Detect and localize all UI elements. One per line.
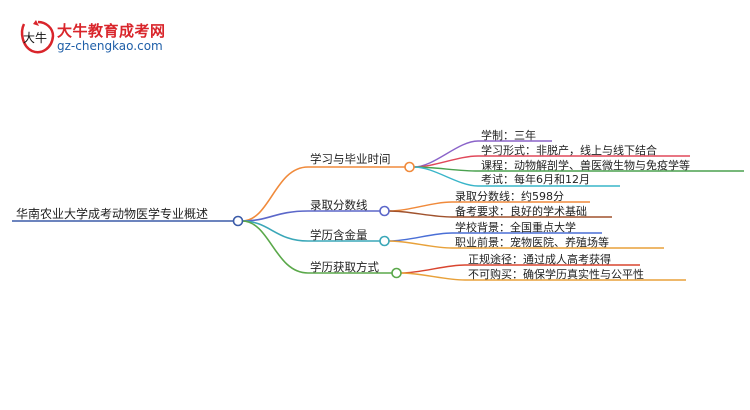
leaf-prep[interactable]: 备考要求：良好的学术基础: [455, 205, 587, 218]
branch-admission-score[interactable]: 录取分数线: [310, 198, 368, 212]
site-url[interactable]: gz-chengkao.com: [57, 39, 163, 53]
branch-collapse-toggle[interactable]: [404, 161, 415, 173]
logo-glyph: 大牛: [23, 30, 47, 45]
leaf-career[interactable]: 职业前景：宠物医院、养殖场等: [455, 236, 609, 249]
leaf-duration[interactable]: 学制：三年: [481, 129, 536, 142]
leaf-not-purchasable[interactable]: 不可购买：确保学历真实性与公平性: [468, 268, 644, 281]
edge-branch-to-leaf: [400, 272, 466, 281]
edge-root-to-branch: [241, 220, 309, 274]
edge-branch-to-leaf: [388, 240, 453, 249]
edge-branch-to-leaf: [400, 264, 466, 274]
branch-collapse-toggle[interactable]: [379, 205, 390, 217]
leaf-school-background[interactable]: 学校背景：全国重点大学: [455, 221, 576, 234]
site-title: 大牛教育成考网: [57, 22, 166, 40]
branch-collapse-toggle[interactable]: [391, 267, 402, 279]
edge-root-to-branch: [241, 210, 309, 222]
dani-logo-icon: 大牛: [20, 20, 55, 54]
leaf-courses[interactable]: 课程：动物解剖学、兽医微生物与免疫学等: [481, 159, 690, 172]
edge-branch-to-leaf: [388, 201, 453, 212]
site-logo[interactable]: 大牛 大牛教育成考网 gz-chengkao.com: [16, 16, 176, 56]
branch-study-duration[interactable]: 学习与毕业时间: [310, 152, 391, 166]
edge-branch-to-leaf: [413, 166, 479, 187]
edge-branch-to-leaf: [388, 232, 453, 242]
branch-collapse-toggle[interactable]: [379, 235, 390, 247]
edge-branch-to-leaf: [413, 140, 479, 168]
edge-root-to-branch: [241, 166, 309, 222]
leaf-score[interactable]: 录取分数线：约598分: [455, 190, 564, 203]
branch-degree-value[interactable]: 学历含金量: [310, 228, 368, 242]
leaf-official-route[interactable]: 正规途径：通过成人高考获得: [468, 253, 611, 266]
leaf-study-mode[interactable]: 学习形式：非脱产，线上与线下结合: [481, 144, 657, 157]
edge-root-to-branch: [241, 220, 309, 242]
root-topic[interactable]: 华南农业大学成考动物医学专业概述: [16, 207, 209, 221]
leaf-exam[interactable]: 考试：每年6月和12月: [481, 173, 590, 186]
edge-branch-to-leaf: [388, 210, 453, 218]
root-collapse-toggle[interactable]: [232, 215, 244, 227]
branch-degree-acquisition[interactable]: 学历获取方式: [310, 260, 379, 274]
